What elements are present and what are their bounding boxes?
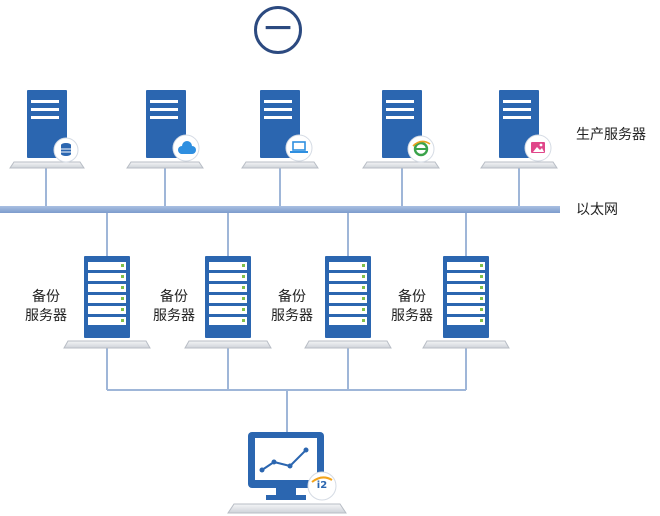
production-server-3 [241,90,319,169]
cloud-icon [178,141,196,154]
top-badge-text: 一 [264,15,291,45]
console-badge-text: i2 [316,480,328,491]
ethernet-label: 以太网 [576,202,618,218]
backup-server-1 [63,256,151,349]
top-badge: 一 [254,6,302,54]
backup-label-1: 备份 服务器 [22,288,70,326]
backup-label-2-line1: 备份 [160,289,188,305]
production-server-1 [9,90,85,169]
image-icon [531,142,545,153]
production-servers-label: 生产服务器 [576,127,646,143]
database-icon [61,143,71,156]
backup-label-3-line1: 备份 [278,289,306,305]
backup-label-2-line2: 服务器 [153,308,195,324]
production-server-4 [362,90,440,169]
backup-server-3 [304,256,392,349]
backup-label-4-line2: 服务器 [391,308,433,324]
lower-bus-lines [106,348,467,432]
backup-server-2 [184,256,272,349]
backup-drop-lines [106,213,467,256]
laptop-icon [290,141,308,153]
management-console [227,432,347,514]
backup-label-3: 备份 服务器 [268,288,316,326]
production-server-2 [126,90,204,169]
backup-label-3-line2: 服务器 [271,308,313,324]
ie-browser-icon [412,140,431,157]
backup-server-4 [422,256,510,349]
backup-label-2: 备份 服务器 [150,288,198,326]
production-drop-lines [45,168,520,207]
ethernet-bus [0,206,560,213]
backup-label-1-line1: 备份 [32,289,60,305]
backup-label-1-line2: 服务器 [25,308,67,324]
backup-label-4: 备份 服务器 [388,288,436,326]
production-server-5 [480,90,558,169]
backup-label-4-line1: 备份 [398,289,426,305]
line-chart-icon [259,447,309,473]
